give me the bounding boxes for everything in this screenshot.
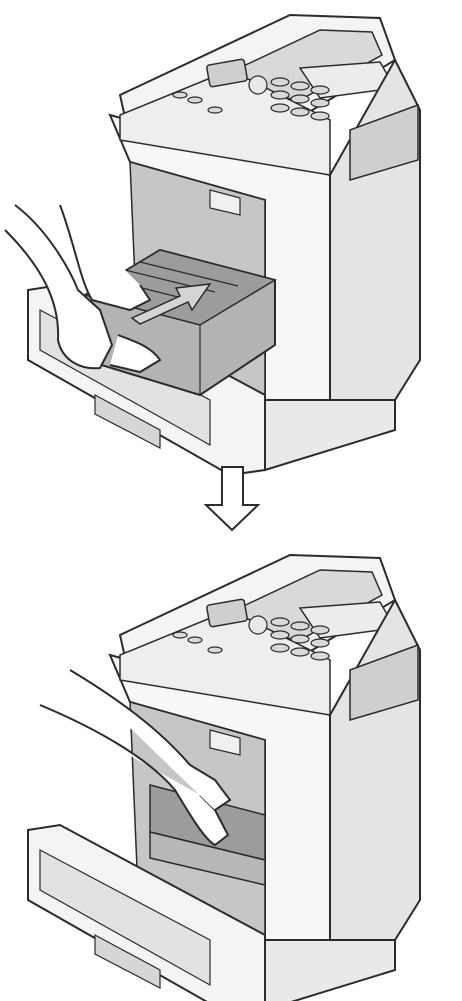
step-2-drum-unit-installed <box>28 555 420 1001</box>
step-1-push-drum-unit <box>5 15 420 475</box>
down-arrow-icon <box>206 467 258 530</box>
